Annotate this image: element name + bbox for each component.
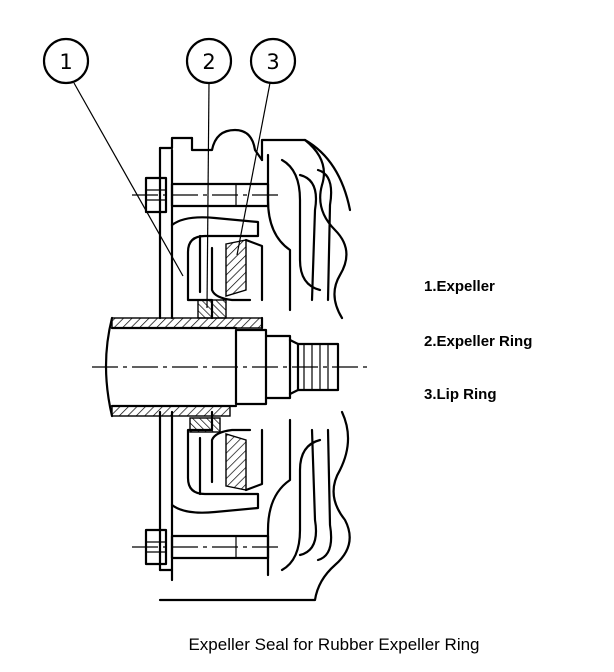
expeller-lower: [170, 410, 260, 514]
casing-break-line: [158, 138, 351, 602]
callout-1-number: 1: [59, 50, 72, 74]
legend-item-expeller-ring: 2.Expeller Ring: [424, 333, 532, 350]
figure-caption: Expeller Seal for Rubber Expeller Ring: [188, 635, 479, 654]
legend-item-expeller: 1.Expeller: [424, 278, 495, 295]
callout-2: 2: [185, 37, 233, 85]
impeller-shroud: [266, 153, 333, 577]
leader-line-2: [206, 82, 210, 309]
callout-2-number: 2: [202, 50, 215, 74]
expeller-upper: [170, 216, 260, 320]
expeller-ring-lower: [189, 417, 221, 433]
callout-3: 3: [249, 37, 297, 85]
leader-line-1: [73, 82, 184, 277]
lip-ring-lower: [225, 428, 264, 492]
callout-1: 1: [42, 37, 90, 85]
legend-item-lip-ring: 3.Lip Ring: [424, 386, 497, 403]
lip-ring-upper: [225, 238, 264, 302]
expeller-ring-upper: [197, 299, 227, 319]
callout-3-number: 3: [266, 50, 279, 74]
leader-line-3: [236, 82, 271, 256]
